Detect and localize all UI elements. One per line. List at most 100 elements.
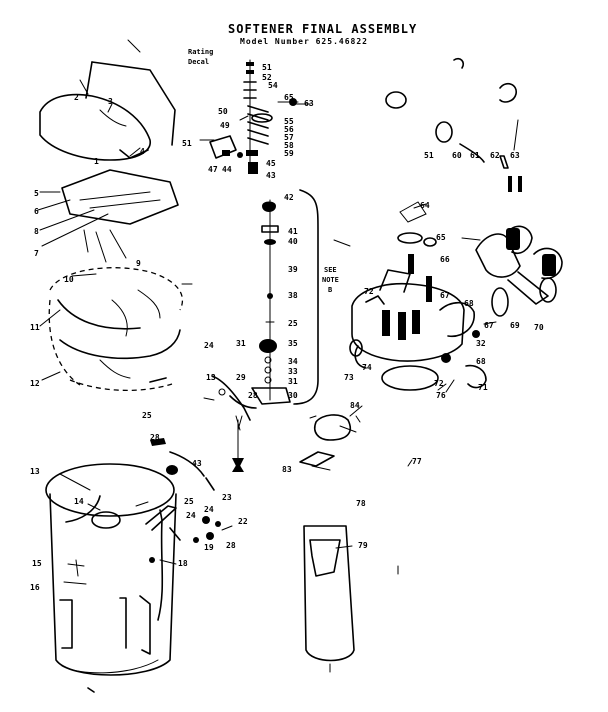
callout: 56: [284, 125, 294, 134]
callout: 8: [34, 227, 39, 236]
callout: 11: [30, 323, 40, 332]
salt-storage-tank-top: [48, 267, 183, 392]
brine-well-assembly: [61, 149, 179, 263]
rating-label: Rating: [188, 48, 214, 56]
callout: 78: [356, 499, 366, 508]
callout: 72: [434, 379, 444, 388]
callout: 79: [358, 541, 368, 550]
callout: 28: [150, 433, 160, 442]
callout: 73: [344, 373, 354, 382]
callout: 59: [284, 149, 294, 158]
see-note-line1: SEE: [324, 266, 337, 274]
callout: 3: [108, 97, 113, 106]
callout: 25: [142, 411, 152, 420]
callout: 5: [34, 189, 39, 198]
callout: 65: [284, 93, 294, 102]
callout: 6: [34, 207, 39, 216]
callout: 51: [262, 63, 272, 72]
callout: 39: [288, 265, 298, 274]
model-number: Model Number 625.46822: [240, 37, 368, 46]
decal-label: Decal: [188, 58, 210, 66]
callout: 31: [236, 339, 246, 348]
callout: 72: [364, 287, 374, 296]
callout: 18: [178, 559, 188, 568]
callout: 4: [140, 147, 145, 156]
callout: 47: [208, 165, 218, 174]
safety-float-assembly: [203, 375, 257, 472]
callout: 66: [440, 255, 450, 264]
callout: 67: [440, 291, 450, 300]
brine-valve-stack: [209, 59, 299, 174]
callout: 51: [182, 139, 192, 148]
callout: 61: [470, 151, 480, 160]
callout: 25: [184, 497, 194, 506]
callout: 24: [186, 511, 196, 520]
callout: 60: [452, 151, 462, 160]
callout: 50: [218, 107, 228, 116]
callout-numbers: 2 3 4 1 5 6 8 7 9 10 11 12 51 50 49 47 4…: [30, 63, 544, 592]
see-note-line3: B: [328, 286, 333, 294]
callout: 14: [74, 497, 84, 506]
callout: 2: [74, 93, 79, 102]
callout: 57: [284, 133, 294, 142]
callout: 23: [222, 493, 232, 502]
callout: 54: [268, 81, 278, 90]
callout: 77: [412, 457, 422, 466]
callout: 68: [476, 357, 486, 366]
callout: 69: [510, 321, 520, 330]
callout: 63: [304, 99, 314, 108]
callout: 25: [288, 319, 298, 328]
callout: 10: [64, 275, 74, 284]
callout: 24: [204, 505, 214, 514]
callout: 49: [220, 121, 230, 130]
callout: 55: [284, 117, 294, 126]
callout: 43: [192, 459, 202, 468]
callout: 71: [478, 383, 488, 392]
brine-well-tube: [145, 505, 233, 563]
callout: 74: [362, 363, 372, 372]
callout: 16: [30, 583, 40, 592]
callout: 83: [282, 465, 292, 474]
callout: 28: [248, 391, 258, 400]
callout: 65: [436, 233, 446, 242]
callout: 38: [288, 291, 298, 300]
callout: 62: [490, 151, 500, 160]
callout: 45: [266, 159, 276, 168]
callout: 15: [32, 559, 42, 568]
callout: 34: [288, 357, 298, 366]
leader-lines: [37, 79, 481, 585]
callout: 29: [236, 373, 246, 382]
callout: 68: [464, 299, 474, 308]
callout: 13: [206, 373, 216, 382]
callout: 12: [30, 379, 40, 388]
callout: 84: [350, 401, 360, 410]
callout: 1: [94, 157, 99, 166]
callout: 7: [34, 249, 39, 258]
callout: 41: [288, 227, 298, 236]
callout: 35: [288, 339, 298, 348]
callout: 42: [284, 193, 294, 202]
callout: 67: [484, 321, 494, 330]
salt-storage-tank: [45, 463, 177, 693]
callout: 76: [436, 391, 446, 400]
float-and-flow-parts: [299, 414, 413, 673]
callout: 32: [476, 339, 486, 348]
callout: 43: [266, 171, 276, 180]
bypass-valve-assembly: [397, 201, 563, 317]
callout: 52: [262, 73, 272, 82]
callout: 24: [204, 341, 214, 350]
callout: 40: [288, 237, 298, 246]
callout: 22: [238, 517, 248, 526]
control-valve-body: [349, 254, 497, 393]
diagram-title: SOFTENER FINAL ASSEMBLY: [228, 22, 418, 36]
top-rings: [385, 57, 522, 192]
callout: 70: [534, 323, 544, 332]
callout: 31: [288, 377, 298, 386]
callout: 30: [288, 391, 298, 400]
callout: 19: [204, 543, 214, 552]
callout: 44: [222, 165, 232, 174]
callout: 58: [284, 141, 294, 150]
callout: 64: [420, 201, 430, 210]
callout: 63: [510, 151, 520, 160]
